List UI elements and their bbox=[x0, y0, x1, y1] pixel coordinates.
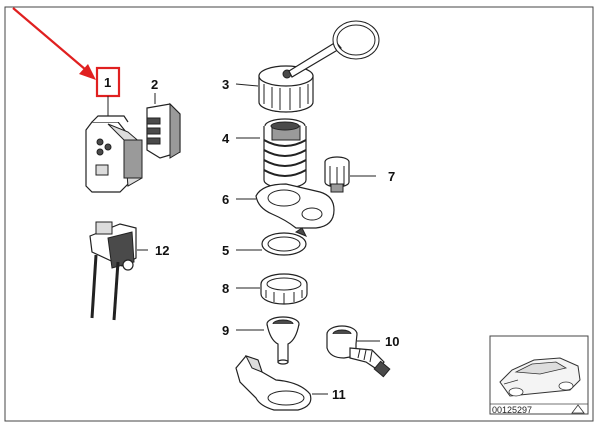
label-9[interactable]: 9 bbox=[222, 323, 229, 338]
label-8[interactable]: 8 bbox=[222, 281, 229, 296]
part-6-gasket[interactable] bbox=[236, 183, 335, 229]
reference-number: 00125297 bbox=[492, 405, 532, 415]
label-12[interactable]: 12 bbox=[155, 243, 169, 258]
part-9-funnel[interactable] bbox=[236, 316, 300, 365]
part-1-key-fob[interactable] bbox=[85, 96, 143, 193]
label-11[interactable]: 11 bbox=[332, 387, 346, 402]
part-11-strap[interactable] bbox=[235, 355, 328, 411]
label-6[interactable]: 6 bbox=[222, 192, 229, 207]
part-8-collar[interactable] bbox=[236, 273, 308, 305]
part-12-bracket[interactable] bbox=[89, 221, 148, 321]
label-4[interactable]: 4 bbox=[222, 131, 230, 146]
car-thumbnail: 00125297 bbox=[489, 335, 589, 415]
part-5-ring[interactable] bbox=[236, 227, 308, 256]
part-10-elbow[interactable] bbox=[326, 325, 391, 378]
label-7[interactable]: 7 bbox=[388, 169, 395, 184]
label-3[interactable]: 3 bbox=[222, 77, 229, 92]
part-2-connector[interactable] bbox=[146, 93, 181, 159]
label-1[interactable]: 1 bbox=[104, 75, 111, 90]
diagram-frame bbox=[4, 6, 594, 422]
label-2[interactable]: 2 bbox=[151, 77, 158, 92]
part-3-cap[interactable] bbox=[235, 20, 380, 113]
part-4-threaded-neck[interactable] bbox=[236, 118, 307, 189]
label-5[interactable]: 5 bbox=[222, 243, 229, 258]
label-10[interactable]: 10 bbox=[385, 334, 399, 349]
part-7-fitting[interactable] bbox=[324, 156, 376, 193]
pointer-arrow bbox=[12, 7, 96, 80]
